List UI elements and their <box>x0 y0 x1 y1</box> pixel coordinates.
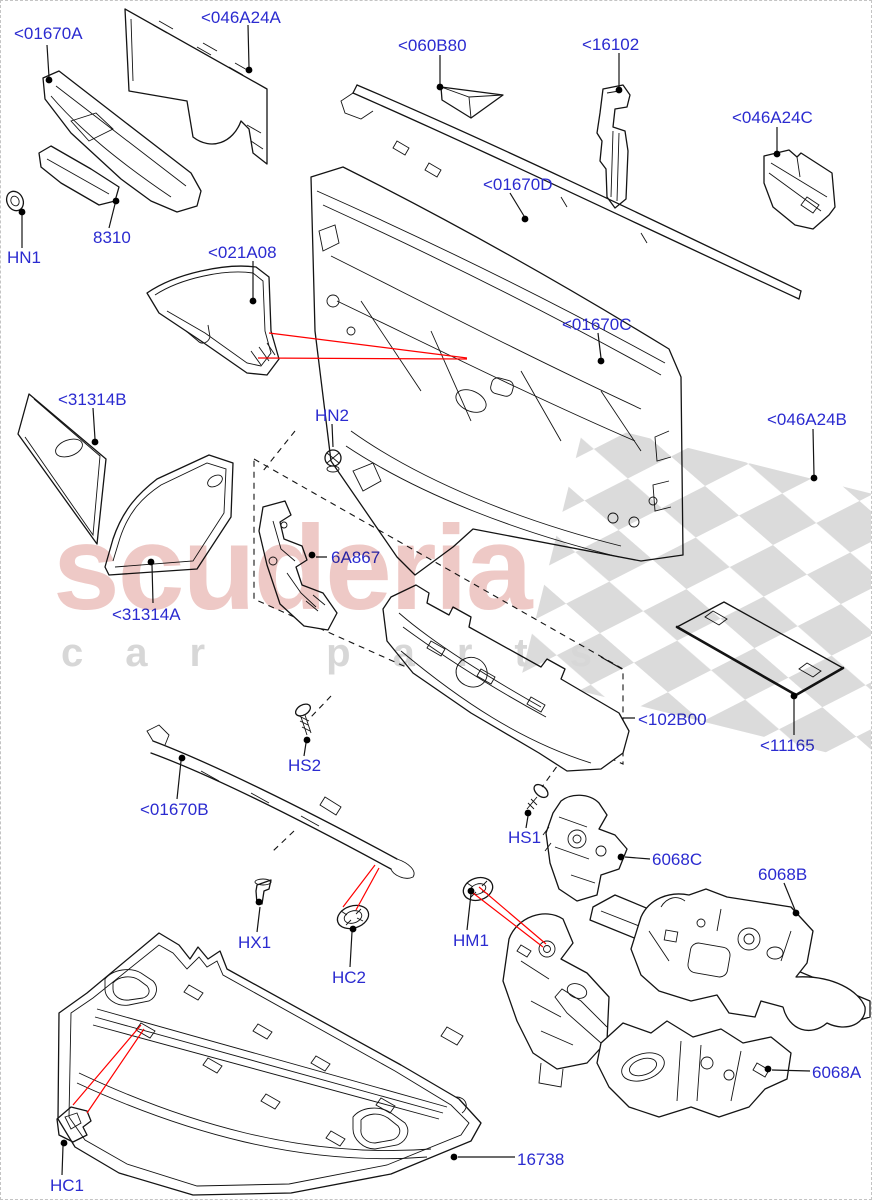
part-art-HC2 <box>336 904 370 930</box>
part-label-046A24A[interactable]: <046A24A <box>201 8 281 27</box>
part-label-HS2[interactable]: HS2 <box>288 756 322 775</box>
part-art-11165 <box>675 601 845 697</box>
part-label-046A24C[interactable]: <046A24C <box>732 108 813 127</box>
part-art-01670C <box>310 166 684 576</box>
part-label-01670B[interactable]: <01670B <box>140 800 209 819</box>
part-art-HC1 <box>56 1106 92 1143</box>
part-art-6068B <box>630 888 866 1032</box>
part-art-01670D <box>340 84 802 300</box>
part-art-102B00 <box>382 584 630 772</box>
part-label-HC1[interactable]: HC1 <box>50 1176 85 1195</box>
part-art-HS1 <box>526 783 549 810</box>
part-label-HN2[interactable]: HN2 <box>315 406 350 425</box>
part-label-HC2[interactable]: HC2 <box>332 968 367 987</box>
part-art-31314B <box>17 393 107 545</box>
part-art-insulator-center <box>502 913 610 1088</box>
part-art-HS2 <box>294 703 312 736</box>
part-art-01670A <box>42 70 202 213</box>
part-label-31314B[interactable]: <31314B <box>58 390 127 409</box>
part-art-6068C <box>542 794 628 902</box>
red-callout-lines <box>72 332 547 1114</box>
part-label-16738[interactable]: 16738 <box>517 1150 565 1169</box>
part-label-046A24B[interactable]: <046A24B <box>767 410 847 429</box>
part-art-060B80 <box>440 86 504 119</box>
part-label-11165[interactable]: <11165 <box>760 736 815 755</box>
part-label-HX1[interactable]: HX1 <box>238 933 272 952</box>
part-art-HN2 <box>324 449 342 473</box>
part-label-16102[interactable]: <16102 <box>582 35 640 54</box>
part-art-8310 <box>38 145 120 206</box>
part-art-01670B <box>146 724 415 879</box>
dashed-leader-lines <box>262 430 564 853</box>
part-label-31314A[interactable]: <31314A <box>112 605 181 624</box>
part-art-16738 <box>57 932 482 1196</box>
part-label-021A08[interactable]: <021A08 <box>208 243 277 262</box>
part-label-HS1[interactable]: HS1 <box>508 828 542 847</box>
part-label-01670C[interactable]: <01670C <box>562 315 632 334</box>
part-label-HN1[interactable]: HN1 <box>7 248 42 267</box>
part-art-16102 <box>596 84 631 209</box>
part-label-6068C[interactable]: 6068C <box>652 850 703 869</box>
part-label-6A867[interactable]: 6A867 <box>331 548 381 567</box>
part-label-6068A[interactable]: 6068A <box>812 1063 862 1082</box>
part-art-046A24A <box>124 8 268 165</box>
part-art-HX1 <box>254 878 272 905</box>
part-label-8310[interactable]: 8310 <box>93 228 131 247</box>
part-label-102B00[interactable]: <102B00 <box>638 710 707 729</box>
part-art-046A24C <box>763 149 836 230</box>
part-label-HM1[interactable]: HM1 <box>453 931 489 950</box>
part-art-6A867 <box>258 500 338 631</box>
part-label-01670A[interactable]: <01670A <box>14 24 83 43</box>
part-art-021A08 <box>146 265 280 376</box>
part-label-6068B[interactable]: 6068B <box>758 865 808 884</box>
part-label-060B80[interactable]: <060B80 <box>398 36 467 55</box>
part-art-6068A <box>554 988 792 1118</box>
part-art-31314A <box>104 454 234 576</box>
part-art-HM1 <box>462 876 494 902</box>
part-label-01670D[interactable]: <01670D <box>483 175 553 194</box>
